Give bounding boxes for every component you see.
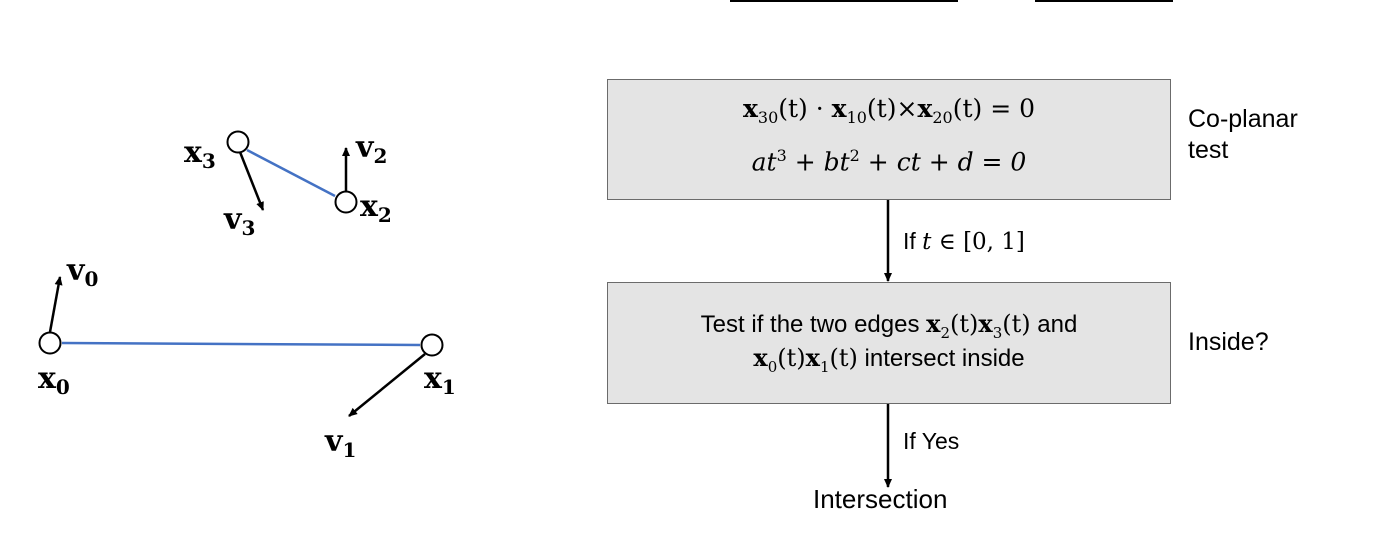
label-v0: v0 bbox=[66, 253, 98, 291]
inside-test-line1: Test if the two edges x2(t)x3(t) and bbox=[700, 309, 1078, 342]
label-x1: x1 bbox=[424, 361, 456, 399]
velocity-arrow-v0 bbox=[48, 276, 63, 333]
inside-test-line2: x0(t)x1(t) intersect inside bbox=[753, 343, 1025, 376]
coplanar-test-box: x30(t) · x10(t)×x20(t) = 0 at3 + bt2 + c… bbox=[607, 79, 1171, 200]
coplanar-side-label: Co-planar test bbox=[1188, 105, 1298, 164]
label-v2: v2 bbox=[355, 130, 387, 168]
vertex-x0 bbox=[38, 331, 62, 355]
coplanar-equation-line1: x30(t) · x10(t)×x20(t) = 0 bbox=[742, 94, 1036, 127]
velocity-arrow-v3 bbox=[238, 151, 265, 211]
cubic-equation-line2: at3 + bt2 + ct + d = 0 bbox=[751, 146, 1027, 177]
velocity-arrow-v1 bbox=[348, 353, 426, 417]
top-underline-right bbox=[1035, 0, 1173, 2]
intersection-result-label: Intersection bbox=[813, 484, 948, 514]
vertex-x2 bbox=[334, 190, 358, 214]
edge-x2-x3 bbox=[246, 148, 336, 198]
condition-label-t-range: If t ∈ [0, 1] bbox=[903, 228, 1025, 255]
inside-test-box: Test if the two edges x2(t)x3(t) and x0(… bbox=[607, 282, 1171, 404]
inside-side-label: Inside? bbox=[1188, 328, 1269, 356]
vertex-x1 bbox=[420, 333, 444, 357]
edge-x0-x1 bbox=[61, 341, 421, 347]
label-x3: x3 bbox=[184, 135, 216, 173]
label-x0: x0 bbox=[38, 361, 70, 399]
condition-label-if-yes: If Yes bbox=[903, 428, 960, 454]
edge-edge-diagram: x3 v2 x2 v3 v0 x0 x1 v1 bbox=[38, 130, 456, 462]
top-underline-left bbox=[730, 0, 958, 2]
label-x2: x2 bbox=[360, 189, 392, 227]
label-v1: v1 bbox=[324, 424, 356, 462]
label-v3: v3 bbox=[223, 202, 255, 240]
vertex-x3 bbox=[226, 130, 250, 154]
